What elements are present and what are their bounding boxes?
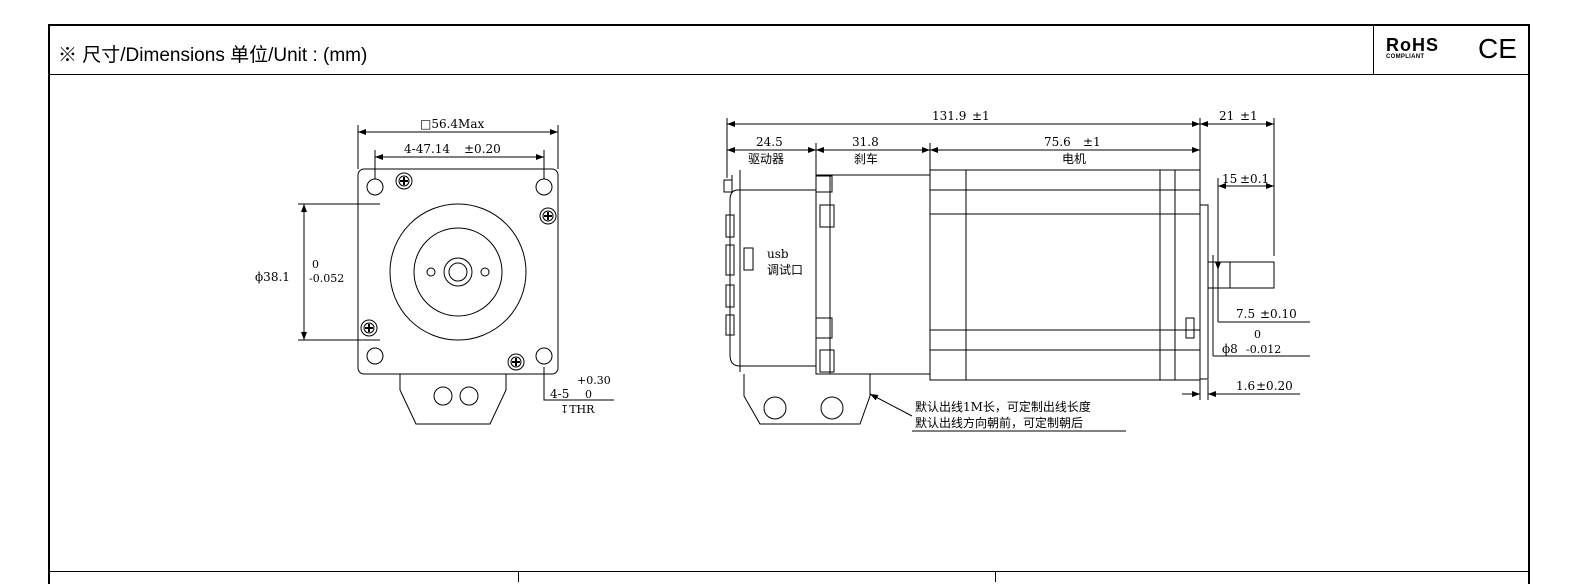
- dim-total-length: 131.9: [932, 109, 966, 123]
- side-view: [723, 118, 1310, 432]
- dim-flat-length: 15: [1222, 172, 1237, 186]
- dim-flat-depth-tol: ±0.10: [1260, 307, 1297, 321]
- side-view-labels: 131.9 ±1 24.5 驱动器 31.8 刹车 75.6 ±1 电机 21 …: [748, 109, 1297, 430]
- label-usb-port: 调试口: [767, 262, 803, 277]
- motor-square-outline: [357, 168, 559, 375]
- dim-shaft-dia-tol-upper: 0: [1254, 328, 1261, 341]
- dim-shaft-length: 21: [1219, 109, 1234, 123]
- dim-hole-through: ↧THR: [560, 403, 595, 416]
- mounting-hole: [366, 178, 384, 196]
- ce-mark: CE: [1478, 33, 1517, 64]
- rohs-sub-text: COMPLIANT: [1386, 54, 1425, 60]
- dim-flat-length-tol: ±0.1: [1240, 172, 1269, 186]
- shaft-inner: [448, 262, 468, 282]
- dim-pilot-dia: ϕ38.1: [255, 270, 290, 284]
- note-cable-direction: 默认出线方向朝前，可定制朝后: [915, 415, 1083, 430]
- dim-motor-length: 75.6: [1044, 135, 1071, 149]
- note-cable-length: 默认出线1M长，可定制出线长度: [915, 399, 1091, 414]
- pilot-boss-outer: [389, 203, 527, 341]
- dim-driver-length: 24.5: [756, 135, 783, 149]
- table-divider: [518, 572, 519, 582]
- shaft-outer: [443, 257, 473, 287]
- header-divider: [50, 74, 1528, 75]
- motor-shaft: [1207, 261, 1275, 289]
- motor-boss: [1199, 204, 1209, 380]
- label-usb: usb: [767, 247, 789, 261]
- cable-outlet: [743, 374, 871, 425]
- dim-hole-pitch-tol: ±0.20: [464, 142, 501, 156]
- mounting-hole: [535, 347, 553, 365]
- certification-box: RoHS COMPLIANT CE: [1373, 26, 1528, 74]
- boss-hole: [426, 267, 436, 277]
- screw-icon: [395, 172, 413, 190]
- bottom-table: [48, 571, 1530, 582]
- dim-brake-length: 31.8: [852, 135, 879, 149]
- mounting-hole: [366, 347, 384, 365]
- rohs-text: RoHS: [1386, 35, 1439, 55]
- dim-total-length-tol: ±1: [972, 109, 990, 123]
- dim-boss-height: 1.6: [1236, 379, 1255, 393]
- label-brake: 刹车: [854, 151, 878, 166]
- dim-shaft-dia: ϕ8: [1222, 342, 1238, 356]
- mounting-hole: [535, 178, 553, 196]
- dim-flat-depth: 7.5: [1236, 307, 1255, 321]
- front-view-labels: □56.4Max 4-47.14 ±0.20 ϕ38.1 0 -0.052 4-…: [255, 117, 611, 416]
- drawing-frame: ※ 尺寸/Dimensions 单位/Unit : (mm) RoHS COMP…: [48, 24, 1530, 584]
- rohs-logo: RoHS COMPLIANT: [1386, 36, 1439, 61]
- screw-icon: [507, 353, 525, 371]
- table-divider: [995, 572, 996, 582]
- dim-pilot-tol-upper: 0: [312, 258, 319, 271]
- dim-hole-pitch: 4-47.14: [404, 142, 450, 156]
- driver-body: [729, 189, 817, 367]
- screw-icon: [360, 319, 378, 337]
- cable-outlet: [399, 374, 507, 425]
- dim-hole-spec: 4-5: [550, 387, 569, 401]
- label-driver: 驱动器: [748, 152, 784, 166]
- dim-shaft-length-tol: ±1: [1240, 109, 1258, 123]
- dim-shaft-dia-tol-lower: -0.012: [1246, 343, 1281, 356]
- dim-motor-length-tol: ±1: [1083, 135, 1101, 149]
- page-title: ※ 尺寸/Dimensions 单位/Unit : (mm): [58, 45, 368, 66]
- pilot-boss-inner: [413, 227, 503, 317]
- dim-hole-tol-lower: 0: [585, 388, 592, 401]
- usb-port-icon: [743, 247, 754, 271]
- boss-hole: [480, 267, 490, 277]
- screw-icon: [539, 207, 557, 225]
- front-view: [298, 125, 614, 425]
- dim-square-max: □56.4Max: [420, 117, 484, 131]
- dim-pilot-tol-lower: -0.052: [309, 272, 344, 285]
- dim-boss-height-tol: ±0.20: [1256, 379, 1293, 393]
- label-motor: 电机: [1062, 152, 1086, 166]
- dim-hole-tol-upper: +0.30: [577, 374, 611, 387]
